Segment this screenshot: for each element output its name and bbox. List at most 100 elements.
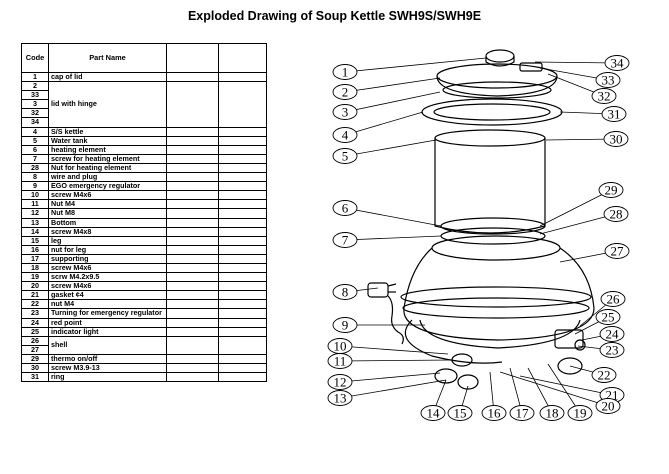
empty-cell <box>218 326 267 337</box>
callout-number: 29 <box>605 183 618 198</box>
part-code: 26 <box>21 335 49 346</box>
empty-cell <box>218 153 267 164</box>
callout-26: 26 <box>579 291 626 327</box>
callout-24: 24 <box>581 326 625 342</box>
part-name: Nut M4 <box>48 199 167 210</box>
empty-cell <box>166 308 219 319</box>
empty-cell <box>166 335 219 355</box>
empty-cell <box>218 135 267 146</box>
part-name: S/S kettle <box>48 126 167 137</box>
empty-cell <box>218 362 267 374</box>
callout-number: 22 <box>598 368 611 383</box>
empty-cell <box>218 290 267 301</box>
part-name: shell <box>48 335 167 355</box>
part-name: screw M4x6 <box>48 262 167 274</box>
header-code: Code <box>21 43 49 73</box>
part-code: 1 <box>21 71 49 83</box>
part-name: wire and plug <box>48 172 167 183</box>
part-name: thermo on/off <box>48 353 167 365</box>
callout-8: 8 <box>332 284 379 300</box>
callout-1: 1 <box>332 57 487 80</box>
callout-31: 31 <box>559 106 627 122</box>
callout-number: 19 <box>574 406 587 421</box>
empty-cell <box>166 290 219 301</box>
part-code: 15 <box>21 235 49 246</box>
part-code: 22 <box>21 299 49 310</box>
empty-cell <box>166 71 219 83</box>
empty-cell <box>166 372 219 383</box>
callout-number: 17 <box>516 406 530 421</box>
empty-cell <box>218 144 267 155</box>
empty-cell <box>166 281 219 292</box>
callout-number: 33 <box>602 73 615 88</box>
part-code: 31 <box>21 372 49 383</box>
water-tank <box>434 138 546 234</box>
part-code: 16 <box>21 244 49 255</box>
callout-number: 1 <box>342 65 349 80</box>
callout-10: 10 <box>327 338 449 355</box>
callout-29: 29 <box>539 182 624 227</box>
part-name: lid with hinge <box>48 81 167 128</box>
empty-cell <box>166 226 219 237</box>
part-name: screw M4x6 <box>48 281 167 292</box>
part-name: Water tank <box>48 135 167 146</box>
part-code: 34 <box>21 117 49 128</box>
water-tank-top <box>434 129 546 147</box>
callout-4: 4 <box>332 111 424 143</box>
empty-cell <box>218 172 267 183</box>
empty-cell <box>166 362 219 374</box>
callout-3: 3 <box>332 91 441 120</box>
callout-6: 6 <box>332 200 442 227</box>
part-code: 19 <box>21 272 49 283</box>
empty-cell <box>166 326 219 337</box>
empty-cell <box>166 235 219 246</box>
table-row: 27 <box>21 344 267 355</box>
part-name: Bottom <box>48 217 167 228</box>
part-code: 9 <box>21 181 49 192</box>
empty-cell <box>166 153 219 164</box>
plug <box>367 282 389 298</box>
callout-12: 12 <box>327 372 441 390</box>
callout-number: 5 <box>342 149 349 164</box>
regulator <box>554 329 584 349</box>
callout-number: 2 <box>342 85 349 100</box>
table-row: 32 <box>21 108 267 119</box>
header-part-name: Part Name <box>48 43 167 73</box>
part-code: 30 <box>21 362 49 374</box>
part-code: 11 <box>21 199 49 210</box>
callout-34: 34 <box>534 55 630 71</box>
empty-cell <box>166 144 219 155</box>
empty-cell <box>166 172 219 183</box>
part-code: 3 <box>21 99 49 110</box>
empty-cell <box>218 235 267 246</box>
callout-number: 34 <box>611 56 625 71</box>
callout-number: 24 <box>606 327 620 342</box>
empty-cell <box>166 208 219 219</box>
empty-cell <box>166 353 219 365</box>
callout-23: 23 <box>577 342 625 358</box>
callout-number: 30 <box>610 132 623 147</box>
callout-number: 9 <box>342 318 349 333</box>
callout-15: 15 <box>447 385 473 421</box>
bottom <box>419 319 581 349</box>
part-name: indicator light <box>48 326 167 337</box>
ring <box>421 98 563 126</box>
callout-number: 32 <box>598 89 611 104</box>
callout-30: 30 <box>545 131 629 147</box>
empty-cell <box>218 308 267 319</box>
empty-cell <box>166 262 219 274</box>
part-name: screw for heating element <box>48 153 167 164</box>
part-name: nut M4 <box>48 299 167 310</box>
empty-cell <box>166 244 219 255</box>
callout-20: 20 <box>499 371 621 414</box>
empty-cell <box>166 253 219 264</box>
